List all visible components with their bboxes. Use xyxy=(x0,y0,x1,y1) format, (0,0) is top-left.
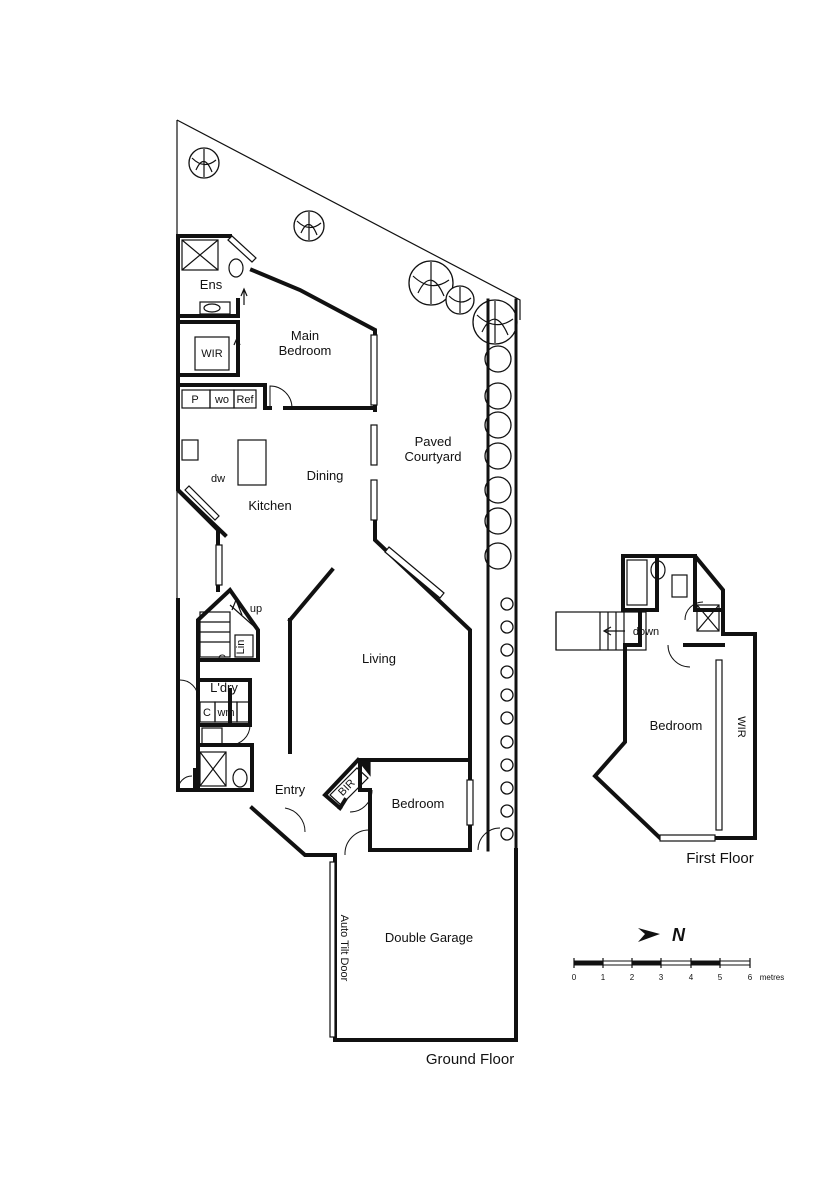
scale-tick-label: 3 xyxy=(659,973,664,982)
up-arrow-icon xyxy=(240,287,248,305)
auto-tilt-door-frame xyxy=(329,861,336,1038)
scale-tick-label: 4 xyxy=(689,973,694,982)
wir-box xyxy=(194,336,230,371)
wir-label: WIR xyxy=(201,348,222,360)
door-swing xyxy=(349,789,373,813)
bedroom-label: Bedroom xyxy=(392,796,445,811)
down-arrow-icon xyxy=(602,626,625,636)
vanity-fixture xyxy=(201,727,223,745)
bathtub-fixture xyxy=(626,559,648,606)
window xyxy=(370,479,378,521)
door-swing xyxy=(477,827,501,851)
stair-treads xyxy=(199,611,231,658)
courtyard-edge xyxy=(486,298,518,852)
first-floor-plan xyxy=(555,554,757,842)
shower-fixture xyxy=(199,751,227,787)
ground-floor-label: Ground Floor xyxy=(426,1051,514,1068)
courtyard-hedge xyxy=(484,345,514,841)
kitchen-wall xyxy=(176,383,272,538)
ground-floor-plan xyxy=(176,119,521,1042)
auto-tilt-door-label: Auto Tilt Door xyxy=(338,915,350,982)
dining-label: Dining xyxy=(307,468,344,483)
door-swing xyxy=(179,679,199,699)
bir-closet xyxy=(329,767,369,806)
stairs-down-label: down xyxy=(633,626,659,638)
door-swing xyxy=(269,385,293,409)
kitchen-label: Kitchen xyxy=(248,498,291,513)
living-partition xyxy=(287,567,335,754)
tree-icon xyxy=(472,299,518,345)
door-swing xyxy=(667,644,691,668)
first-wir-label: WIR xyxy=(735,716,747,737)
scale-tick-label: 6 xyxy=(748,973,753,982)
courtyard-label: Courtyard xyxy=(404,449,461,464)
cupboard-label: C xyxy=(203,707,211,719)
linen-label: Lin xyxy=(235,640,247,655)
vanity-fixture xyxy=(199,301,231,315)
window xyxy=(370,334,378,406)
up-arrow-icon xyxy=(231,599,243,616)
up-arrow-icon xyxy=(233,336,241,360)
first-bedroom-label: Bedroom xyxy=(650,718,703,733)
tree-icon xyxy=(188,147,220,179)
kitchen-island xyxy=(237,439,267,486)
main-bedroom-label: Bedroom xyxy=(279,343,332,358)
tree-icon xyxy=(293,210,325,242)
scale-tick-label: 0 xyxy=(572,973,577,982)
cupboard-label: C xyxy=(218,653,226,665)
pantry-label: P xyxy=(191,394,198,406)
scale-tick-label: 2 xyxy=(630,973,635,982)
ensuite-walls xyxy=(176,234,377,410)
main-bedroom-label: Main xyxy=(291,328,319,343)
entry-label: Entry xyxy=(275,782,306,797)
ens-label: Ens xyxy=(200,277,223,292)
window xyxy=(227,235,257,263)
living-label: Living xyxy=(362,651,396,666)
window xyxy=(466,779,474,826)
toilet-fixture xyxy=(650,560,666,580)
toilet-fixture xyxy=(232,768,248,788)
vanity-fixture xyxy=(671,574,688,598)
tree-icon xyxy=(408,260,454,306)
window xyxy=(215,544,223,586)
cooktop-fixture xyxy=(181,439,199,461)
laundry-label: L'dry xyxy=(210,680,238,695)
window xyxy=(659,834,716,842)
north-label: N xyxy=(672,925,686,945)
fridge-box xyxy=(233,389,257,409)
tree-icon xyxy=(445,285,475,315)
door-swing xyxy=(229,724,251,746)
garage-walls xyxy=(333,848,518,1042)
dishwasher-label: dw xyxy=(211,473,225,485)
garage-label: Double Garage xyxy=(385,930,473,945)
entry-walls xyxy=(249,805,337,857)
window xyxy=(715,659,723,831)
scale-tick-label: 1 xyxy=(601,973,606,982)
window xyxy=(384,546,445,599)
shower-fixture xyxy=(181,239,219,271)
fridge-label: Ref xyxy=(236,394,254,406)
courtyard-label: Paved xyxy=(415,434,452,449)
window xyxy=(370,424,378,466)
window xyxy=(184,485,220,521)
door-swing xyxy=(177,775,193,791)
service-walls xyxy=(196,586,260,792)
linen-box xyxy=(234,634,254,658)
first-floor-walls xyxy=(592,554,757,840)
toilet-fixture xyxy=(228,258,244,278)
shower-fixture xyxy=(696,604,720,632)
north-arrow-icon xyxy=(638,928,660,942)
door-swing xyxy=(284,807,306,833)
first-floor-label: First Floor xyxy=(686,850,754,867)
washing-machine-label: wm xyxy=(216,707,234,719)
scale-unit-label: metres xyxy=(760,973,784,982)
wall-oven-label: wo xyxy=(214,394,229,406)
door-swing xyxy=(684,601,704,621)
laundry-trough xyxy=(236,701,250,723)
stairs-up-label: up xyxy=(250,603,262,615)
door-swing xyxy=(344,829,371,856)
scale-bar xyxy=(573,958,751,968)
scale-tick-label: 5 xyxy=(718,973,723,982)
